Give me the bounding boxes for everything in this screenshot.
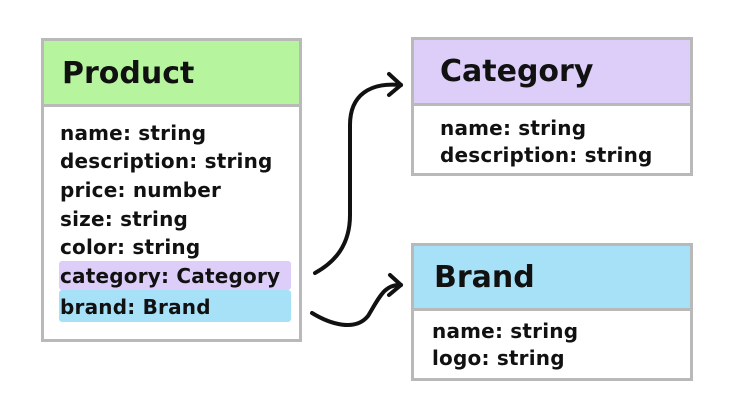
product-field-price: price: number xyxy=(60,178,222,202)
product-field-category: category: Category xyxy=(60,264,281,288)
category-header: Category xyxy=(414,40,690,106)
product-entity-box: Product name: string description: string… xyxy=(41,38,302,342)
arrow-product-to-brand xyxy=(310,273,403,327)
product-header: Product xyxy=(44,41,299,107)
product-field-size: size: string xyxy=(60,207,189,231)
category-field-highlight xyxy=(59,261,291,290)
category-title: Category xyxy=(440,54,594,89)
product-field-name: name: string xyxy=(60,121,207,145)
brand-title: Brand xyxy=(434,260,535,295)
brand-field-logo: logo: string xyxy=(432,346,565,370)
product-field-color: color: string xyxy=(60,235,201,259)
category-entity-box: Category name: string description: strin… xyxy=(411,37,693,176)
category-field-description: description: string xyxy=(440,143,653,167)
category-field-name: name: string xyxy=(440,116,587,140)
product-field-brand: brand: Brand xyxy=(60,295,211,319)
brand-field-highlight xyxy=(59,290,291,322)
brand-header: Brand xyxy=(414,246,690,311)
product-field-description: description: string xyxy=(60,149,273,173)
arrow-product-to-category xyxy=(313,72,403,275)
brand-entity-box: Brand name: string logo: string xyxy=(411,243,693,381)
brand-field-name: name: string xyxy=(432,319,579,343)
product-title: Product xyxy=(62,56,195,91)
